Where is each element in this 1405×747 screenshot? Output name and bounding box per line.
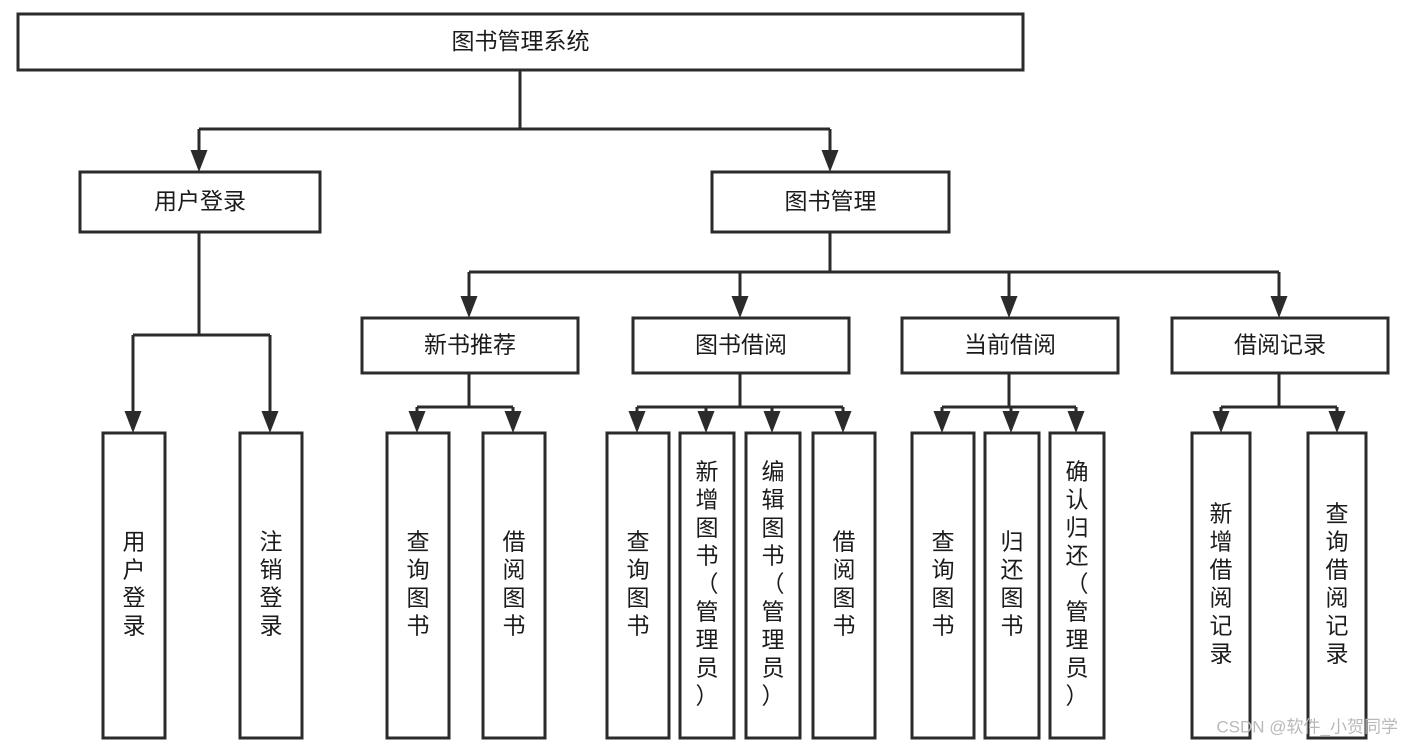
node-op-return-book[interactable]: 归还图书 xyxy=(983,431,1041,740)
node-label-op-add-borrow-record: 新增借阅记录 xyxy=(1210,501,1233,667)
connector-arrow-op-add-book-head xyxy=(697,411,715,433)
connector-arrow-op-query-record-head xyxy=(1328,411,1346,433)
connector-arrow-book-management-head xyxy=(821,150,839,172)
node-label-op-query-book-current: 查询图书 xyxy=(932,529,955,639)
node-label-op-confirm-return: 确认归还（管理员） xyxy=(1066,459,1089,709)
node-op-user-login[interactable]: 用户登录 xyxy=(101,431,167,740)
node-label-op-user-login: 用户登录 xyxy=(123,529,146,639)
node-op-add-borrow-record[interactable]: 新增借阅记录 xyxy=(1190,431,1252,740)
node-box-op-query-book-borrow[interactable] xyxy=(605,431,671,740)
node-box-op-borrow-book[interactable] xyxy=(811,431,877,740)
node-box-op-add-borrow-record[interactable] xyxy=(1190,431,1252,740)
node-box-op-edit-book[interactable] xyxy=(744,431,802,740)
node-label-borrow-records: 借阅记录 xyxy=(1234,332,1326,358)
node-book-management[interactable]: 图书管理 xyxy=(710,170,951,234)
node-root[interactable]: 图书管理系统 xyxy=(16,12,1025,72)
node-current-borrow[interactable]: 当前借阅 xyxy=(900,316,1120,375)
node-op-query-book-borrow[interactable]: 查询图书 xyxy=(605,431,671,740)
node-box-root[interactable] xyxy=(16,12,1025,72)
node-label-root: 图书管理系统 xyxy=(452,28,590,54)
node-label-op-borrow-book-recommend: 借阅图书 xyxy=(503,529,526,639)
connector-arrow-op-add-record-head xyxy=(1212,411,1230,433)
node-label-book-borrow: 图书借阅 xyxy=(695,332,787,358)
node-box-user-login[interactable] xyxy=(78,170,322,234)
node-op-add-book[interactable]: 新增图书（管理员） xyxy=(678,431,736,740)
csdn-watermark: CSDN @软件_小贺同学 xyxy=(1216,717,1398,736)
node-box-op-add-book[interactable] xyxy=(678,431,736,740)
node-box-op-query-book-current[interactable] xyxy=(910,431,976,740)
connector-arrow-book-borrow-head xyxy=(731,296,749,318)
connector-arrow-op-edit-book-head xyxy=(763,411,781,433)
node-op-query-book-current[interactable]: 查询图书 xyxy=(910,431,976,740)
connector-arrow-current-borrow-head xyxy=(1000,296,1018,318)
node-label-book-management: 图书管理 xyxy=(785,188,877,214)
node-label-op-logout: 注销登录 xyxy=(260,529,283,639)
connector-arrow-op-borrow-recommend-head xyxy=(504,411,522,433)
node-label-current-borrow: 当前借阅 xyxy=(964,332,1056,358)
node-op-edit-book[interactable]: 编辑图书（管理员） xyxy=(744,431,802,740)
connector-arrow-op-user-login-head xyxy=(124,411,142,433)
node-box-op-user-login[interactable] xyxy=(101,431,167,740)
node-op-query-book-recommend[interactable]: 查询图书 xyxy=(385,431,451,740)
connector-arrow-borrow-records-head xyxy=(1270,296,1288,318)
connector-arrow-op-borrow-book-head xyxy=(834,411,852,433)
node-box-new-book-recommend[interactable] xyxy=(360,316,580,375)
node-new-book-recommend[interactable]: 新书推荐 xyxy=(360,316,580,375)
node-box-op-query-book-recommend[interactable] xyxy=(385,431,451,740)
node-user-login[interactable]: 用户登录 xyxy=(78,170,322,234)
node-label-op-query-book-recommend: 查询图书 xyxy=(407,529,430,639)
connector-arrow-op-logout-head xyxy=(261,411,279,433)
node-label-new-book-recommend: 新书推荐 xyxy=(424,332,516,358)
node-label-op-add-book: 新增图书（管理员） xyxy=(696,459,719,709)
connector-arrow-op-return-book-head xyxy=(1002,411,1020,433)
node-label-user-login: 用户登录 xyxy=(154,188,246,214)
node-box-op-query-borrow-record[interactable] xyxy=(1306,431,1368,740)
connector-arrow-op-query-current-head xyxy=(933,411,951,433)
node-label-op-query-borrow-record: 查询借阅记录 xyxy=(1326,501,1349,667)
node-layer: 图书管理系统用户登录图书管理新书推荐图书借阅当前借阅借阅记录用户登录注销登录查询… xyxy=(16,12,1390,740)
node-box-borrow-records[interactable] xyxy=(1170,316,1390,375)
node-label-op-borrow-book: 借阅图书 xyxy=(833,529,856,639)
node-label-op-query-book-borrow: 查询图书 xyxy=(627,529,650,639)
node-box-book-borrow[interactable] xyxy=(631,316,851,375)
node-label-op-edit-book: 编辑图书（管理员） xyxy=(762,459,785,709)
node-box-op-return-book[interactable] xyxy=(983,431,1041,740)
node-box-book-management[interactable] xyxy=(710,170,951,234)
node-box-current-borrow[interactable] xyxy=(900,316,1120,375)
node-op-confirm-return[interactable]: 确认归还（管理员） xyxy=(1048,431,1106,740)
connector-arrow-op-query-borrow-head xyxy=(628,411,646,433)
node-op-borrow-book[interactable]: 借阅图书 xyxy=(811,431,877,740)
node-op-borrow-book-recommend[interactable]: 借阅图书 xyxy=(481,431,547,740)
node-book-borrow[interactable]: 图书借阅 xyxy=(631,316,851,375)
node-op-logout[interactable]: 注销登录 xyxy=(238,431,304,740)
node-box-op-confirm-return[interactable] xyxy=(1048,431,1106,740)
node-op-query-borrow-record[interactable]: 查询借阅记录 xyxy=(1306,431,1368,740)
connector-arrow-user-login-head xyxy=(190,150,208,172)
connector-arrow-new-book-head xyxy=(460,296,478,318)
connector-layer xyxy=(124,70,1346,433)
node-box-op-borrow-book-recommend[interactable] xyxy=(481,431,547,740)
node-box-op-logout[interactable] xyxy=(238,431,304,740)
connector-arrow-op-query-recommend-head xyxy=(408,411,426,433)
connector-arrow-op-confirm-return-head xyxy=(1067,411,1085,433)
node-label-op-return-book: 归还图书 xyxy=(1001,529,1024,639)
node-borrow-records[interactable]: 借阅记录 xyxy=(1170,316,1390,375)
